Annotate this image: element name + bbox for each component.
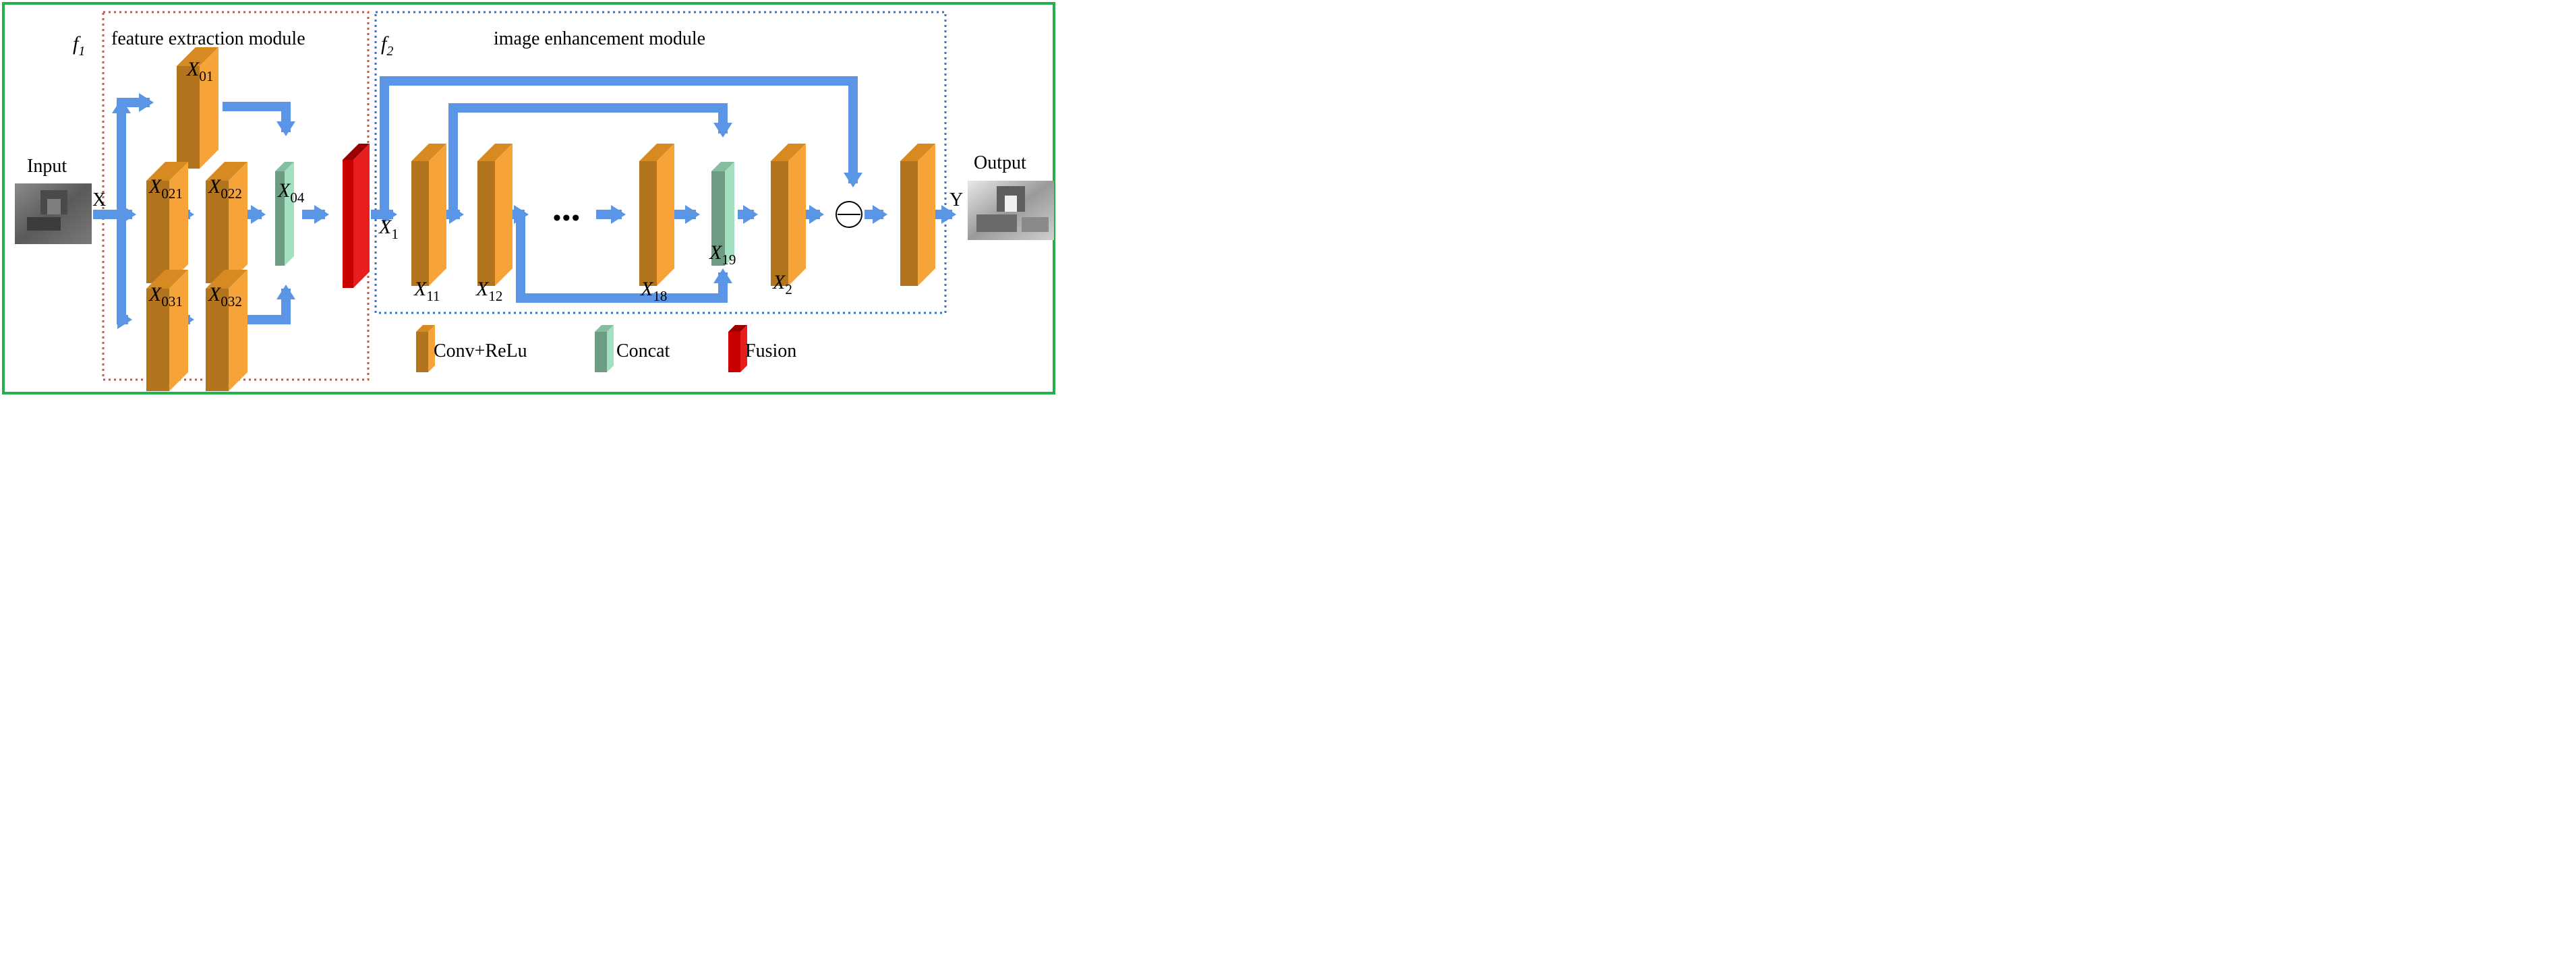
input-image bbox=[15, 183, 92, 244]
label-x19: X19 bbox=[709, 241, 736, 268]
block-x11 bbox=[411, 144, 446, 286]
label-x031: X031 bbox=[148, 283, 183, 310]
arrow-x04-fusion-head bbox=[314, 205, 329, 224]
arrow-ellipsis-x18-head bbox=[611, 205, 626, 224]
output-image bbox=[968, 181, 1054, 240]
block-x01 bbox=[177, 47, 218, 169]
label-x04: X04 bbox=[277, 179, 305, 206]
block-x04 bbox=[275, 162, 294, 266]
block-x031 bbox=[146, 270, 188, 391]
block-x12 bbox=[477, 144, 513, 286]
arrow-out-y-head bbox=[941, 205, 956, 224]
module2-title: image enhancement module bbox=[494, 28, 705, 49]
legend-fusion-swatch bbox=[728, 325, 747, 372]
arrow-x19-x2-head bbox=[743, 205, 758, 224]
output-label: Output bbox=[974, 152, 1026, 173]
block-layer bbox=[146, 47, 935, 391]
arrow-subtract-out-head bbox=[873, 205, 887, 224]
network-diagram: f1 feature extraction module f2 image en… bbox=[2, 2, 1055, 394]
label-x032: X032 bbox=[208, 283, 242, 310]
label-x12: X12 bbox=[475, 278, 502, 304]
block-x022 bbox=[206, 162, 247, 283]
arrow-x2-subtract-head bbox=[809, 205, 824, 224]
arrow-to-x01-head bbox=[139, 93, 154, 112]
legend: Conv+ReLu Concat Fusion bbox=[434, 341, 796, 361]
block-x021 bbox=[146, 162, 188, 283]
block-x2 bbox=[771, 144, 806, 286]
arrow-skip-x11-x19-head bbox=[713, 123, 732, 138]
input-var-label: X bbox=[92, 189, 106, 210]
label-x1: X1 bbox=[378, 216, 399, 242]
block-x18 bbox=[639, 144, 674, 286]
module1-title: feature extraction module bbox=[111, 28, 305, 49]
arrow-x022-x04-head bbox=[251, 205, 266, 224]
arrow-skip-x11-x19 bbox=[448, 103, 728, 214]
label-x01: X01 bbox=[186, 58, 213, 84]
arrow-skip-long-head bbox=[844, 173, 862, 187]
label-x021: X021 bbox=[148, 175, 183, 202]
block-x032 bbox=[206, 270, 247, 391]
module1-f-label: f1 bbox=[73, 32, 85, 59]
block-out bbox=[900, 144, 935, 286]
image-enhancement-module-border bbox=[374, 11, 947, 314]
arrow-skip-x12-x19 bbox=[516, 214, 728, 303]
input-label: Input bbox=[27, 156, 67, 177]
block-x19 bbox=[711, 162, 734, 266]
legend-conv-swatch bbox=[416, 325, 435, 372]
legend-fusion-label: Fusion bbox=[745, 341, 796, 361]
arrow-x032-x04-head bbox=[276, 285, 295, 299]
subtract-operator bbox=[836, 201, 862, 228]
label-x022: X022 bbox=[208, 175, 242, 202]
arrow-to-x031-head bbox=[117, 310, 132, 329]
output-var-label: Y bbox=[949, 189, 963, 210]
arrow-skip-x12-x19-head bbox=[713, 268, 732, 283]
legend-concat-swatch bbox=[595, 325, 614, 372]
label-x2: X2 bbox=[772, 271, 792, 297]
block-fusion bbox=[343, 144, 370, 288]
label-x11: X11 bbox=[413, 278, 440, 304]
module2-f-label: f2 bbox=[381, 32, 393, 59]
arrow-x01-x04-head bbox=[276, 121, 295, 136]
arrow-to-x021-head bbox=[121, 205, 136, 224]
ellipsis: ••• bbox=[553, 206, 581, 231]
legend-conv-label: Conv+ReLu bbox=[434, 341, 527, 361]
legend-concat-label: Concat bbox=[616, 341, 670, 361]
arrow-x01-x04 bbox=[223, 102, 291, 132]
arrow-x18-x19-head bbox=[685, 205, 700, 224]
arrow-skip-long bbox=[380, 76, 858, 214]
label-x18: X18 bbox=[640, 278, 667, 304]
